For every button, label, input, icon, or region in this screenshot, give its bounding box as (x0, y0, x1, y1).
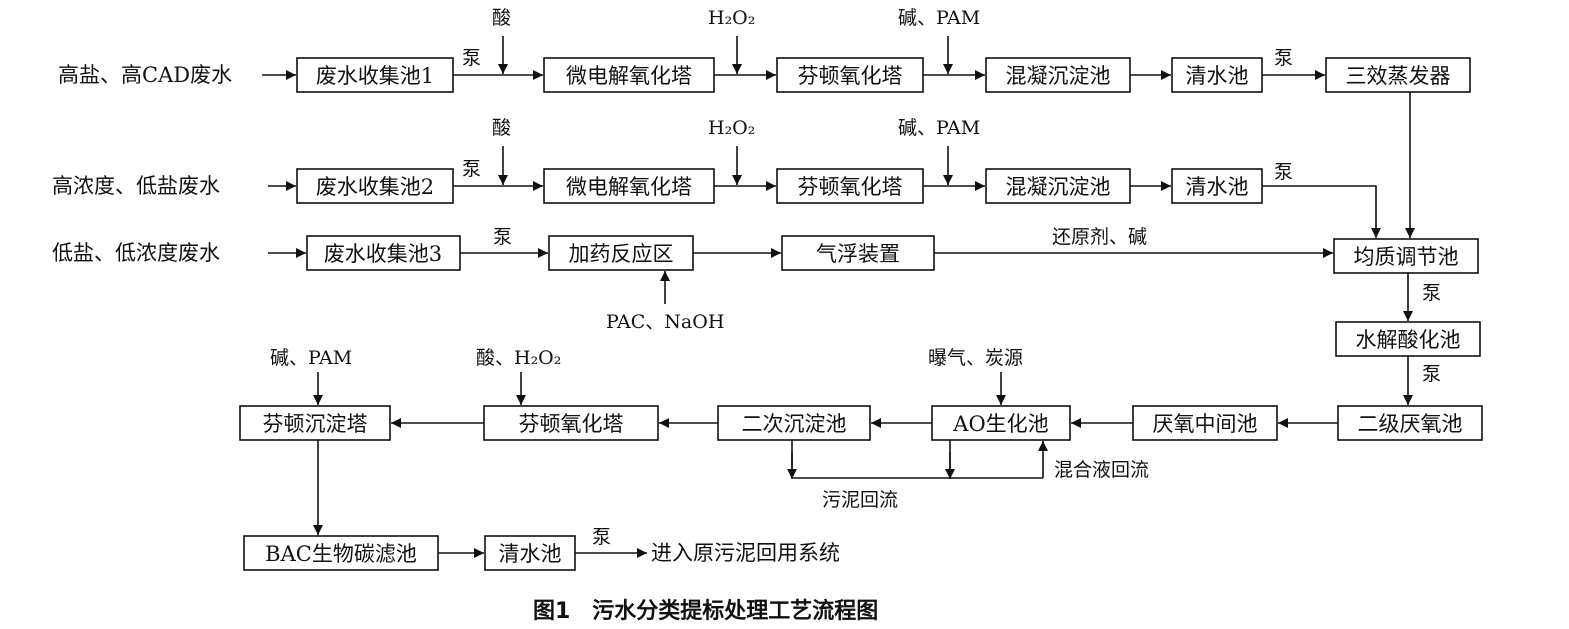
coagulation-tank-1-label: 混凝沉淀池 (1006, 64, 1111, 88)
final-clear-water-tank-box (484, 535, 576, 571)
sludge-return-label: 污泥回流 (822, 489, 898, 511)
coagulation-tank-1-box (985, 57, 1131, 93)
ao-biochemical-tank-label: AO生化池 (952, 412, 1048, 436)
anaerobic-intermediate-tank-label: 厌氧中间池 (1153, 412, 1258, 436)
hydrolysis-acidification-tank-label: 水解酸化池 (1356, 328, 1461, 352)
fenton-settling-tower-box (239, 405, 391, 441)
fenton-settling-tower-label: 芬顿沉淀塔 (263, 412, 368, 436)
alkali-pam-label: 碱、PAM (898, 7, 980, 29)
pump-label: 泵 (493, 226, 512, 248)
pac-naoh-label: PAC、NaOH (606, 311, 724, 333)
fenton-tower-2-label: 芬顿氧化塔 (798, 175, 903, 199)
clear-water-tank-1-label: 清水池 (1186, 64, 1249, 88)
homogenization-tank-label: 均质调节池 (1354, 245, 1459, 269)
h2o2-label: H₂O₂ (708, 7, 755, 29)
pump-label: 泵 (462, 47, 481, 69)
micro-electrolysis-tower-2-label: 微电解氧化塔 (566, 175, 692, 199)
homogenization-tank-box (1333, 238, 1479, 274)
figure-caption: 图1 污水分类提标处理工艺流程图 (533, 598, 878, 624)
pump-label: 泵 (1274, 161, 1293, 183)
mixed-liquor-return-label: 混合液回流 (1054, 459, 1149, 481)
coagulation-tank-2-label: 混凝沉淀池 (1006, 175, 1111, 199)
final-clear-water-tank-label: 清水池 (499, 542, 562, 566)
bac-filter-label: BAC生物碳滤池 (265, 542, 417, 566)
pump-label: 泵 (1274, 47, 1293, 69)
pump-label: 泵 (462, 158, 481, 180)
coagulation-tank-2-box (985, 168, 1131, 204)
to-sludge-system-label: 进入原污泥回用系统 (651, 541, 840, 565)
aeration-carbon-label: 曝气、炭源 (928, 347, 1023, 369)
secondary-settling-tank-label: 二次沉淀池 (742, 412, 847, 436)
fenton-tower-2-box (776, 168, 924, 204)
air-flotation-unit-box (781, 235, 935, 271)
secondary-anaerobic-tank-box (1337, 405, 1483, 441)
collection-tank-2-box (296, 168, 454, 204)
collection-tank-1-label: 废水收集池1 (316, 64, 434, 88)
air-flotation-unit-label: 气浮装置 (816, 242, 900, 266)
flow-arrow (1262, 185, 1381, 238)
fenton-tower-1-box (776, 57, 924, 93)
dosing-reaction-zone-label: 加药反应区 (569, 242, 674, 266)
input-label-2: 高浓度、低盐废水 (52, 174, 220, 198)
clear-water-tank-2-label: 清水池 (1186, 175, 1249, 199)
input-label-1: 高盐、高CAD废水 (58, 63, 232, 87)
alkali-pam-label: 碱、PAM (270, 347, 352, 369)
secondary-settling-tank-box (717, 405, 871, 441)
acid-label: 酸 (492, 7, 511, 29)
fenton-oxidation-tower-label: 芬顿氧化塔 (519, 412, 624, 436)
triple-effect-evaporator-label: 三效蒸发器 (1346, 64, 1451, 88)
bac-filter-box (243, 535, 439, 571)
reducer-alkali-label: 还原剂、碱 (1052, 226, 1147, 248)
micro-electrolysis-tower-1-box (543, 57, 715, 93)
h2o2-label: H₂O₂ (708, 117, 755, 139)
pump-label: 泵 (1422, 282, 1441, 304)
acid-label: 酸 (492, 117, 511, 139)
pump-label: 泵 (592, 526, 611, 548)
input-label-3: 低盐、低浓度废水 (52, 241, 220, 265)
micro-electrolysis-tower-1-label: 微电解氧化塔 (566, 64, 692, 88)
dosing-reaction-zone-box (548, 235, 694, 271)
alkali-pam-label: 碱、PAM (898, 117, 980, 139)
collection-tank-3-label: 废水收集池3 (324, 242, 442, 266)
pump-label: 泵 (1422, 363, 1441, 385)
acid-h2o2-label: 酸、H₂O₂ (476, 347, 561, 369)
fenton-oxidation-tower-box (483, 405, 659, 441)
triple-effect-evaporator-box (1325, 57, 1471, 93)
hydrolysis-acidification-tank-box (1335, 321, 1481, 357)
fenton-tower-1-label: 芬顿氧化塔 (798, 64, 903, 88)
secondary-anaerobic-tank-label: 二级厌氧池 (1358, 412, 1463, 436)
collection-tank-2-label: 废水收集池2 (316, 175, 434, 199)
